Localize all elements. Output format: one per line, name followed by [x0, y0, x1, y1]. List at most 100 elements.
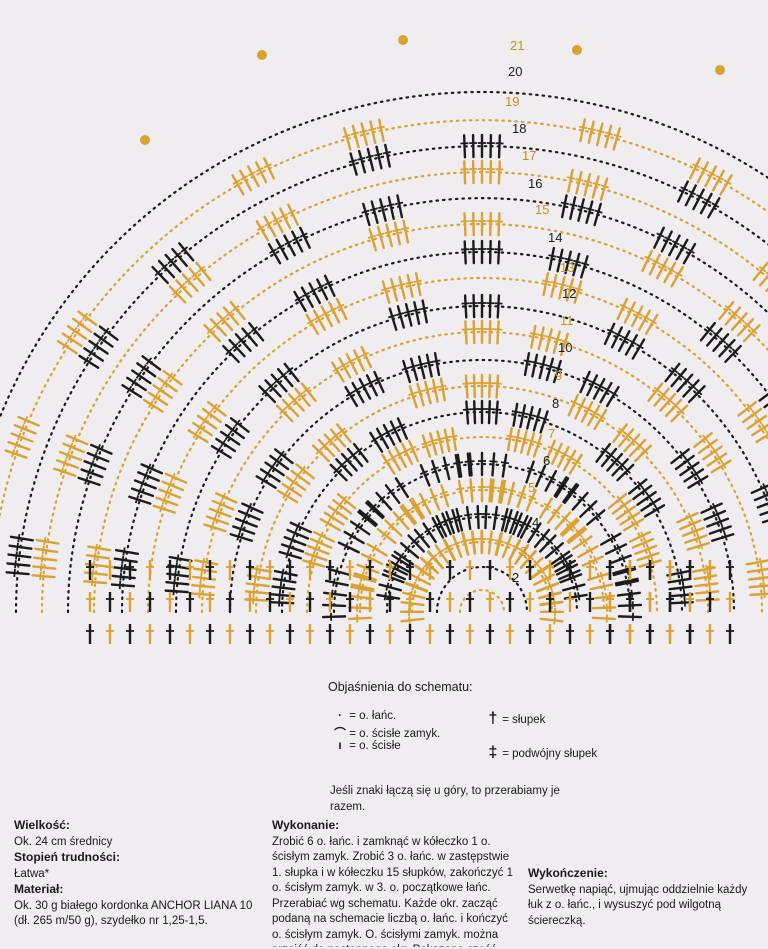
dc-crossbar	[137, 487, 142, 496]
dc-stitch	[351, 381, 365, 404]
dc-stitch	[239, 169, 253, 192]
stitch-group	[121, 355, 162, 399]
dc-stitch	[758, 392, 768, 402]
dc-crossbar	[324, 280, 333, 286]
dc-stitch	[321, 615, 347, 619]
dc-crossbar	[616, 543, 622, 552]
dc-stitch	[269, 454, 290, 471]
dc-stitch	[216, 312, 234, 332]
finishing-heading: Wykończenie:	[528, 866, 608, 880]
stitch-group	[203, 492, 238, 533]
dc-crossbar	[554, 366, 563, 371]
stitch-group	[312, 423, 352, 463]
dc-stitch	[53, 467, 77, 477]
stitch-group	[210, 417, 250, 459]
dc-stitch	[605, 385, 620, 408]
dc-crossbar	[276, 244, 285, 250]
dc-crossbar	[690, 519, 696, 528]
dc-stitch	[538, 355, 547, 380]
dc-crossbar	[232, 179, 241, 185]
dc-stitch	[229, 300, 246, 321]
dc-crossbar	[670, 366, 678, 374]
dc-stitch	[373, 370, 385, 394]
stitch-group	[319, 493, 357, 532]
dc-stitch	[456, 453, 463, 478]
dc-crossbar	[387, 522, 395, 530]
dc-crossbar	[328, 513, 335, 521]
dc-stitch	[393, 221, 402, 246]
dc-stitch	[141, 355, 162, 371]
dc-crossbar	[377, 433, 385, 439]
dc-crossbar	[332, 578, 336, 587]
dc-stitch	[603, 322, 616, 346]
chain-round	[146, 276, 768, 614]
dc-stitch	[62, 442, 86, 454]
dc-stitch	[508, 539, 522, 562]
dc-stitch	[496, 294, 501, 319]
dc-crossbar	[374, 152, 383, 157]
dc-crossbar	[410, 537, 418, 545]
chain-round	[254, 384, 710, 614]
dc-stitch	[539, 601, 564, 607]
dc-crossbar	[441, 463, 450, 468]
dc-stitch	[612, 127, 621, 151]
dc-stitch	[488, 373, 492, 399]
dc-stitch	[737, 400, 758, 417]
dc-crossbar	[560, 201, 570, 206]
dc-crossbar	[324, 519, 331, 528]
dc-crossbar	[630, 437, 638, 444]
dc-stitch	[500, 507, 509, 532]
dc-stitch	[604, 124, 613, 149]
dc-stitch	[335, 297, 348, 321]
dc-stitch	[704, 165, 717, 188]
dc-stitch	[463, 294, 468, 319]
dc-crossbar	[445, 517, 454, 522]
dc-crossbar	[66, 334, 73, 342]
stitch-group	[305, 297, 348, 336]
dc-crossbar	[180, 246, 189, 253]
dc-stitch	[191, 575, 217, 581]
dc-stitch	[591, 606, 617, 610]
legend-note: Jeśli znaki łączą się u góry, to przerab…	[330, 785, 560, 813]
stitch-group	[745, 557, 768, 599]
dc-stitch	[527, 522, 542, 544]
dc-crossbar	[428, 439, 437, 444]
dc-stitch	[241, 502, 264, 514]
dc-stitch	[131, 369, 152, 385]
dc-crossbar	[758, 557, 763, 566]
dc-stitch	[59, 450, 83, 462]
slip-icon: ı	[338, 740, 342, 752]
dc-stitch	[384, 519, 403, 537]
dc-stitch	[752, 261, 768, 282]
dc-stitch	[572, 252, 581, 277]
dc-stitch	[77, 310, 98, 326]
dc-stitch	[538, 497, 553, 519]
dc-stitch	[409, 498, 424, 520]
dc-crossbar	[395, 515, 403, 522]
dc-crossbar	[359, 129, 368, 134]
dc-crossbar	[756, 416, 763, 425]
dc-stitch	[343, 530, 365, 545]
dc-stitch	[429, 488, 441, 511]
dc-stitch	[17, 415, 40, 427]
dc-crossbar	[336, 501, 343, 509]
dc-stitch	[724, 344, 742, 364]
dc-crossbar	[719, 336, 727, 344]
dc-crossbar	[581, 537, 588, 545]
dc-stitch	[419, 464, 431, 487]
dc-crossbar	[284, 240, 293, 246]
dc-stitch	[396, 194, 404, 219]
dc-stitch	[300, 286, 314, 309]
dc-crossbar	[220, 439, 227, 448]
dc-crossbar	[198, 581, 202, 591]
dc-stitch	[567, 393, 579, 417]
dc-stitch	[383, 569, 406, 581]
dc-crossbar	[159, 504, 164, 513]
dc-stitch	[563, 593, 588, 600]
dc-stitch	[676, 511, 699, 524]
chain-round	[458, 588, 506, 614]
dc-stitch	[472, 319, 476, 345]
dc-crossbar	[553, 544, 560, 553]
dc-crossbar	[423, 387, 432, 392]
